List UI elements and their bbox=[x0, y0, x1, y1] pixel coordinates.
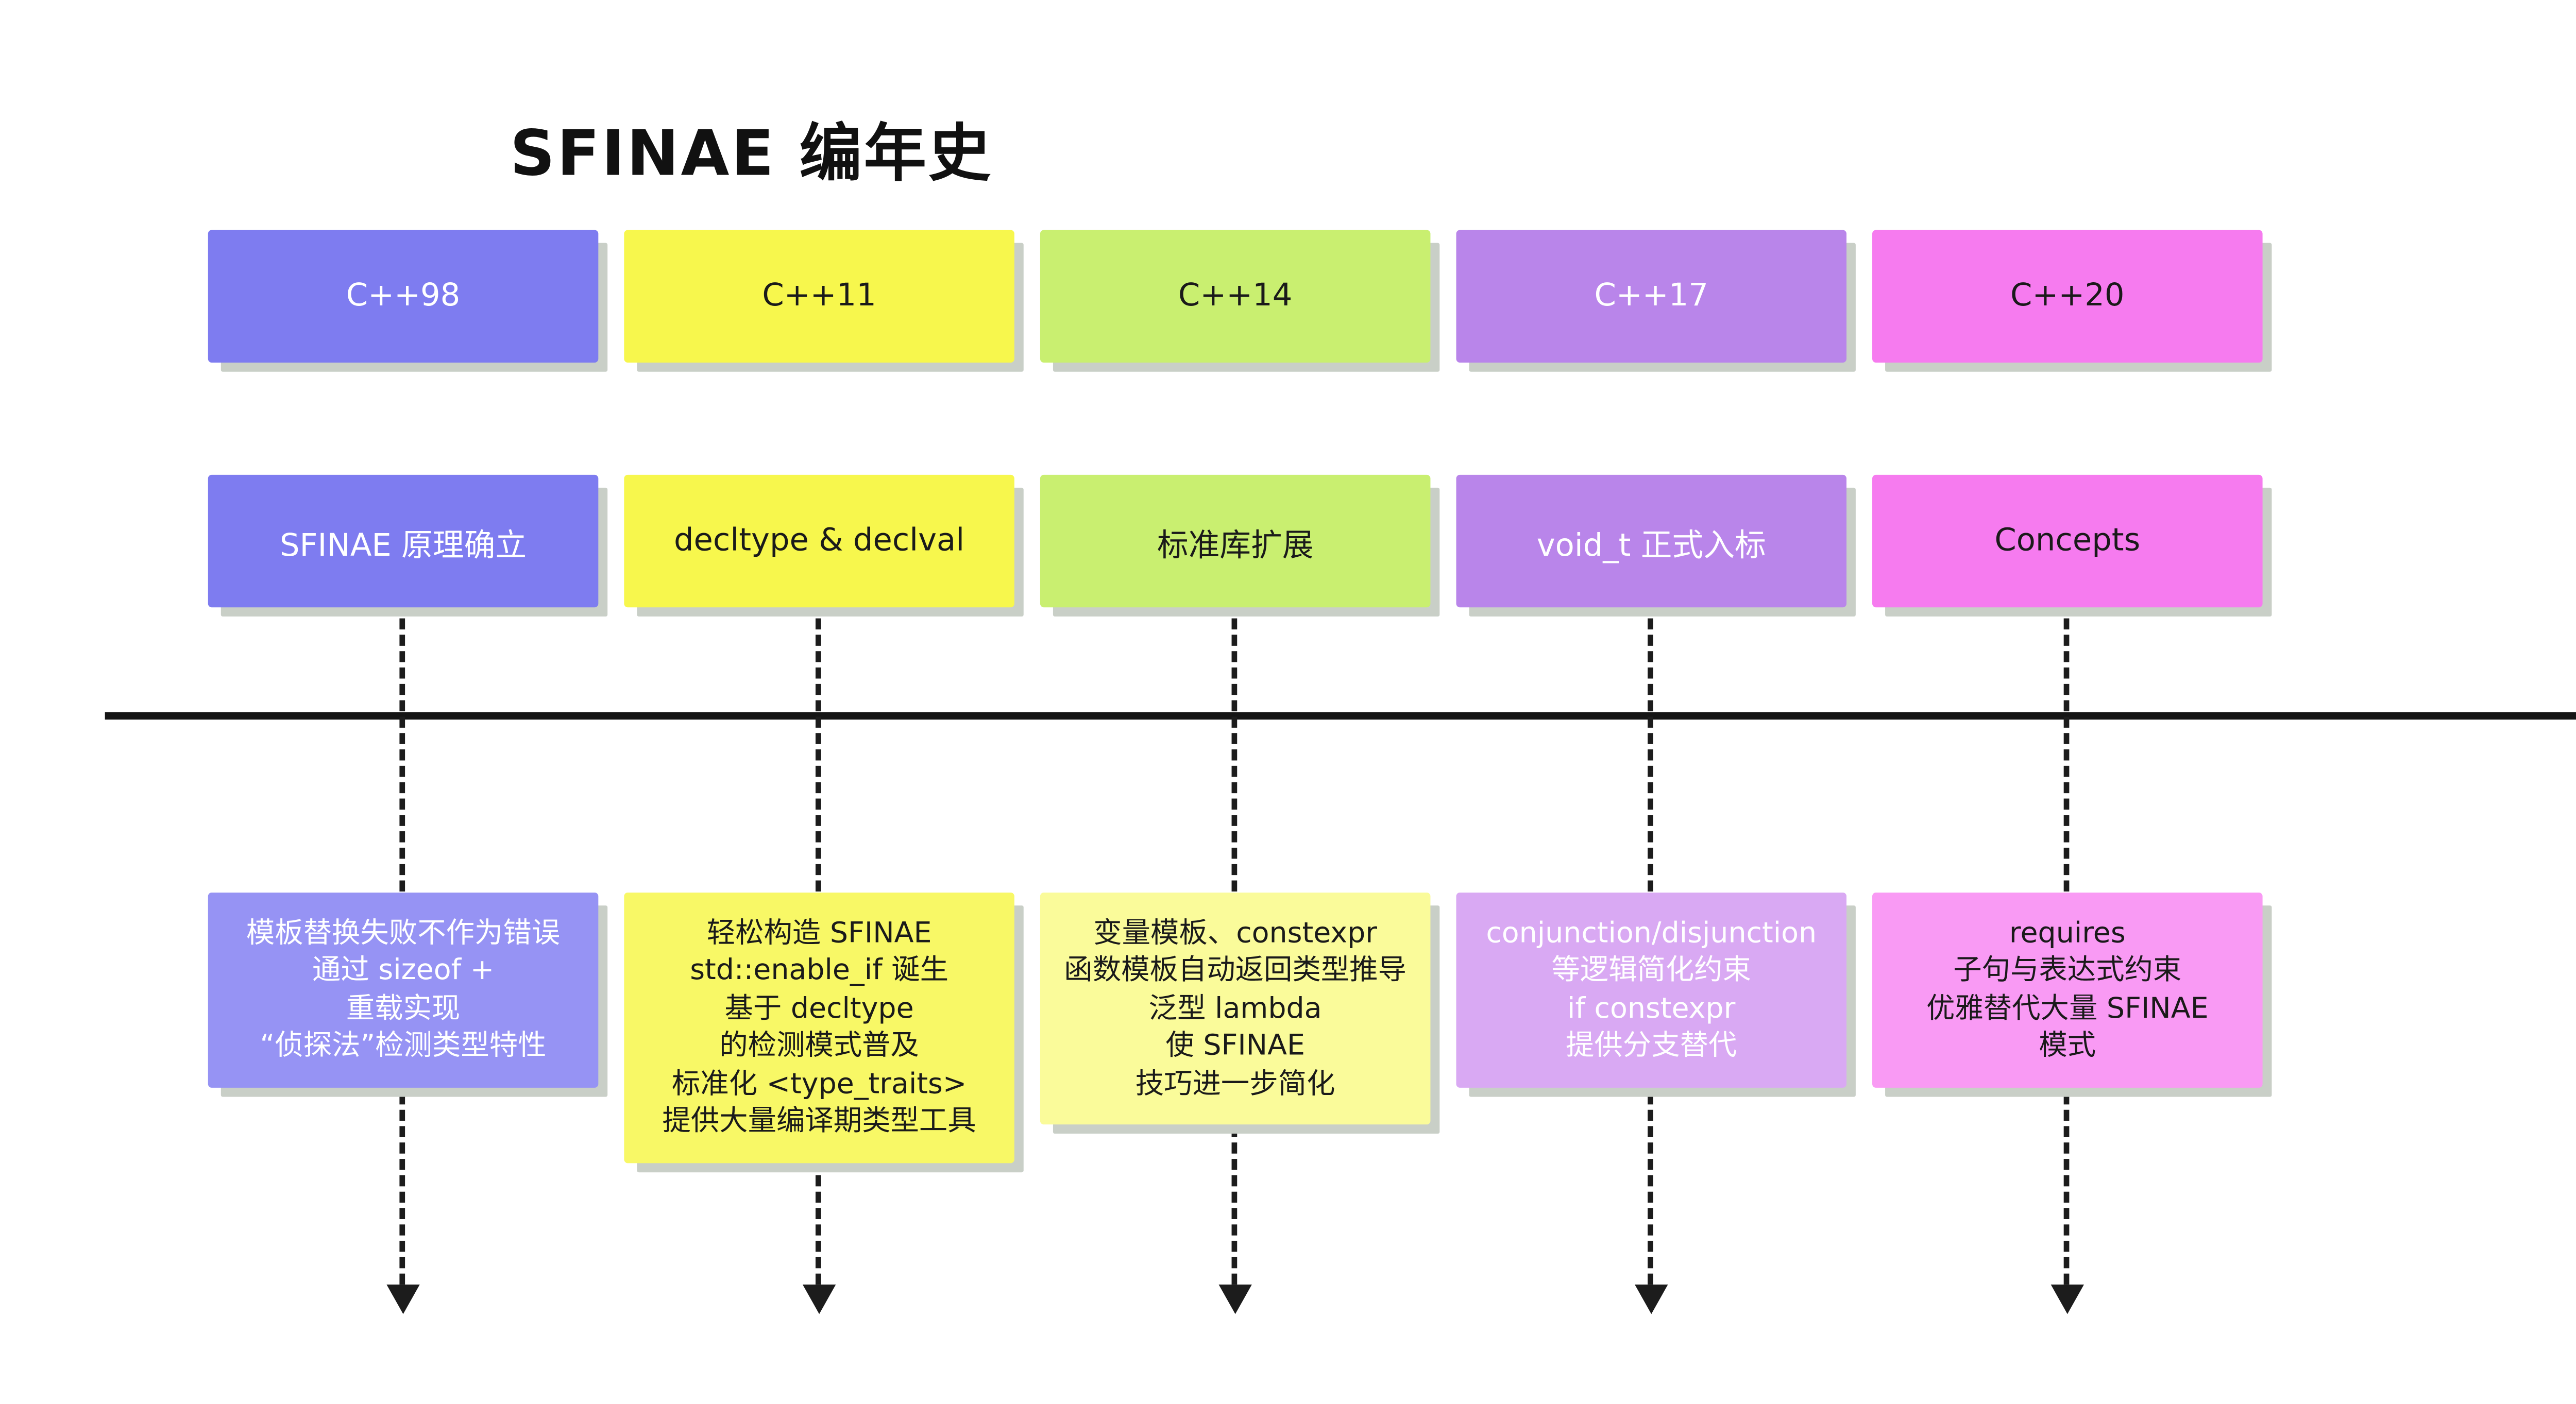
detail-box: conjunction/disjunction 等逻辑简化约束 if const… bbox=[1456, 893, 1847, 1088]
detail-text: 变量模板、constexpr 函数模板自动返回类型推导 泛型 lambda 使 … bbox=[1064, 916, 1407, 1101]
detail-box: 轻松构造 SFINAE std::enable_if 诞生 基于 decltyp… bbox=[624, 893, 1014, 1163]
timeline-column-cpp17: C++17 void_t 正式入标 conjunction/disjunctio… bbox=[1456, 0, 1847, 1404]
detail-text: conjunction/disjunction 等逻辑简化约束 if const… bbox=[1486, 916, 1817, 1063]
version-box: C++20 bbox=[1872, 230, 2263, 363]
detail-box: 模板替换失败不作为错误 通过 sizeof + 重载实现 “侦探法”检测类型特性 bbox=[208, 893, 599, 1088]
version-label: C++98 bbox=[346, 278, 461, 315]
arrow-down-icon bbox=[802, 1285, 836, 1314]
timeline-column-cpp14: C++14 标准库扩展 变量模板、constexpr 函数模板自动返回类型推导 … bbox=[1040, 0, 1431, 1404]
arrow-down-icon bbox=[2050, 1285, 2084, 1314]
detail-box: requires 子句与表达式约束 优雅替代大量 SFINAE 模式 bbox=[1872, 893, 2263, 1088]
feature-label: void_t 正式入标 bbox=[1536, 527, 1766, 564]
version-label: C++11 bbox=[762, 278, 876, 315]
feature-box: Concepts bbox=[1872, 474, 2263, 608]
timeline-column-cpp11: C++11 decltype & declval 轻松构造 SFINAE std… bbox=[624, 0, 1014, 1404]
arrow-down-icon bbox=[1218, 1285, 1252, 1314]
version-label: C++20 bbox=[2010, 278, 2125, 315]
detail-text: requires 子句与表达式约束 优雅替代大量 SFINAE 模式 bbox=[1926, 916, 2209, 1063]
version-label: C++17 bbox=[1594, 278, 1709, 315]
feature-label: SFINAE 原理确立 bbox=[279, 527, 527, 564]
detail-box: 变量模板、constexpr 函数模板自动返回类型推导 泛型 lambda 使 … bbox=[1040, 893, 1431, 1125]
arrow-down-icon bbox=[386, 1285, 420, 1314]
feature-label: Concepts bbox=[1994, 522, 2141, 560]
version-box: C++98 bbox=[208, 230, 599, 363]
version-label: C++14 bbox=[1178, 278, 1293, 315]
page-title: SFINAE 编年史 bbox=[510, 117, 993, 192]
version-box: C++14 bbox=[1040, 230, 1431, 363]
feature-box: SFINAE 原理确立 bbox=[208, 474, 599, 608]
feature-box: void_t 正式入标 bbox=[1456, 474, 1847, 608]
detail-text: 轻松构造 SFINAE std::enable_if 诞生 基于 decltyp… bbox=[662, 916, 976, 1138]
timeline-column-cpp98: C++98 SFINAE 原理确立 模板替换失败不作为错误 通过 sizeof … bbox=[208, 0, 599, 1404]
feature-box: 标准库扩展 bbox=[1040, 474, 1431, 608]
timeline-axis-line bbox=[105, 712, 2576, 720]
version-box: C++17 bbox=[1456, 230, 1847, 363]
feature-label: 标准库扩展 bbox=[1157, 527, 1314, 564]
timeline-column-cpp20: C++20 Concepts requires 子句与表达式约束 优雅替代大量 … bbox=[1872, 0, 2263, 1404]
arrow-down-icon bbox=[1635, 1285, 1668, 1314]
feature-label: decltype & declval bbox=[673, 522, 965, 560]
version-box: C++11 bbox=[624, 230, 1014, 363]
detail-text: 模板替换失败不作为错误 通过 sizeof + 重载实现 “侦探法”检测类型特性 bbox=[246, 916, 561, 1063]
feature-box: decltype & declval bbox=[624, 474, 1014, 608]
